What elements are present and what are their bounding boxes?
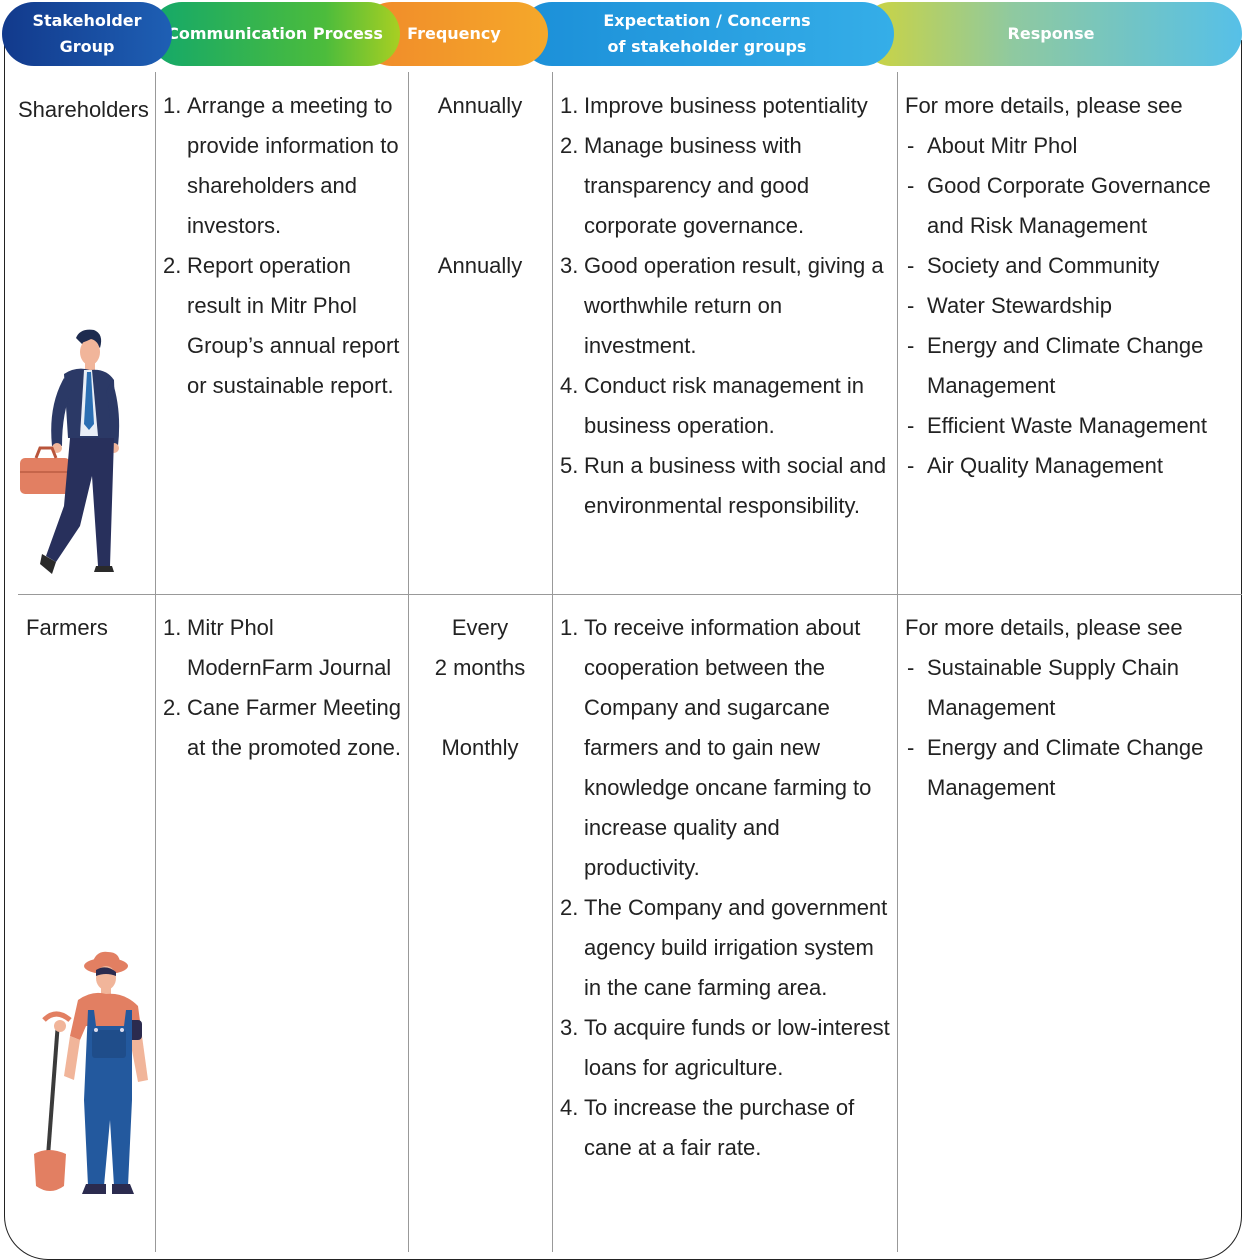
list-item: 1.Improve business potentiality bbox=[560, 93, 868, 118]
header-response: Response bbox=[860, 2, 1242, 66]
frequency-value: Annually bbox=[437, 253, 523, 278]
response-link: About Mitr Phol bbox=[905, 126, 1240, 166]
list-item: 1.Arrange a meeting to provide informati… bbox=[163, 93, 399, 238]
header-stakeholder-group: Stakeholder Group bbox=[2, 2, 172, 66]
header-frequency-label: Frequency bbox=[407, 24, 501, 43]
list-item: 2.Manage business with transparency and … bbox=[560, 133, 810, 238]
frequency-shareholders: Annually Annually bbox=[410, 86, 550, 286]
header-group-label: Stakeholder Group bbox=[32, 11, 142, 56]
businessman-illustration bbox=[20, 329, 120, 574]
list-item: 2.The Company and government agency buil… bbox=[560, 895, 888, 1000]
list-item: 1.To receive information about cooperati… bbox=[560, 615, 872, 880]
frequency-value: Monthly bbox=[441, 735, 519, 760]
response-link: Efficient Waste Management bbox=[905, 406, 1240, 446]
expectations-farmers: 1.To receive information about cooperati… bbox=[560, 608, 892, 1168]
response-link: Sustainable Supply Chain Management bbox=[905, 648, 1240, 728]
list-item: 3.To acquire funds or low-interest loans… bbox=[560, 1015, 890, 1080]
response-link: Air Quality Management bbox=[905, 446, 1240, 486]
list-item: 2.Report operation result in Mitr Phol G… bbox=[163, 253, 400, 398]
response-link: Energy and Climate Change Management bbox=[905, 728, 1240, 808]
expectations-shareholders: 1.Improve business potentiality 2.Manage… bbox=[560, 86, 892, 526]
frequency-farmers: Every 2 months Monthly bbox=[410, 608, 550, 768]
list-item: 5.Run a business with social and environ… bbox=[560, 453, 887, 518]
communication-process-farmers: 1.Mitr Phol ModernFarm Journal 2.Cane Fa… bbox=[163, 608, 403, 768]
column-divider bbox=[897, 72, 898, 1252]
response-link: Water Stewardship bbox=[905, 286, 1240, 326]
farmer-illustration bbox=[34, 951, 148, 1194]
row-divider bbox=[18, 594, 1242, 595]
response-shareholders: For more details, please see About Mitr … bbox=[905, 86, 1240, 486]
list-item: 3.Good operation result, giving a worthw… bbox=[560, 253, 884, 358]
list-item: 4.Conduct risk management in business op… bbox=[560, 373, 865, 438]
response-link: Society and Community bbox=[905, 246, 1240, 286]
response-link: Good Corporate Governance and Risk Manag… bbox=[905, 166, 1240, 246]
stakeholder-group-shareholders: Shareholders bbox=[18, 97, 149, 122]
frequency-value: Every bbox=[451, 615, 509, 640]
header-process-label: Communication Process bbox=[167, 24, 383, 43]
response-farmers: For more details, please see Sustainable… bbox=[905, 608, 1240, 808]
frequency-value: Annually bbox=[437, 93, 523, 118]
column-divider bbox=[155, 72, 156, 1252]
header-response-label: Response bbox=[1007, 24, 1095, 43]
header-expectation: Expectation / Concerns of stakeholder gr… bbox=[520, 2, 894, 66]
stakeholder-group-farmers: Farmers bbox=[26, 615, 108, 640]
list-item: 4.To increase the purchase of cane at a … bbox=[560, 1095, 855, 1160]
response-link: Energy and Climate Change Management bbox=[905, 326, 1240, 406]
column-divider bbox=[552, 72, 553, 1252]
response-intro: For more details, please see bbox=[905, 615, 1183, 640]
communication-process-shareholders: 1.Arrange a meeting to provide informati… bbox=[163, 86, 403, 406]
header-communication-process: Communication Process bbox=[150, 2, 400, 66]
header-expectation-label: Expectation / Concerns of stakeholder gr… bbox=[603, 11, 811, 56]
response-intro: For more details, please see bbox=[905, 93, 1183, 118]
frequency-value: 2 months bbox=[434, 655, 526, 680]
list-item: 2.Cane Farmer Meeting at the promoted zo… bbox=[163, 695, 402, 760]
list-item: 1.Mitr Phol ModernFarm Journal bbox=[163, 615, 392, 680]
column-divider bbox=[408, 72, 409, 1252]
